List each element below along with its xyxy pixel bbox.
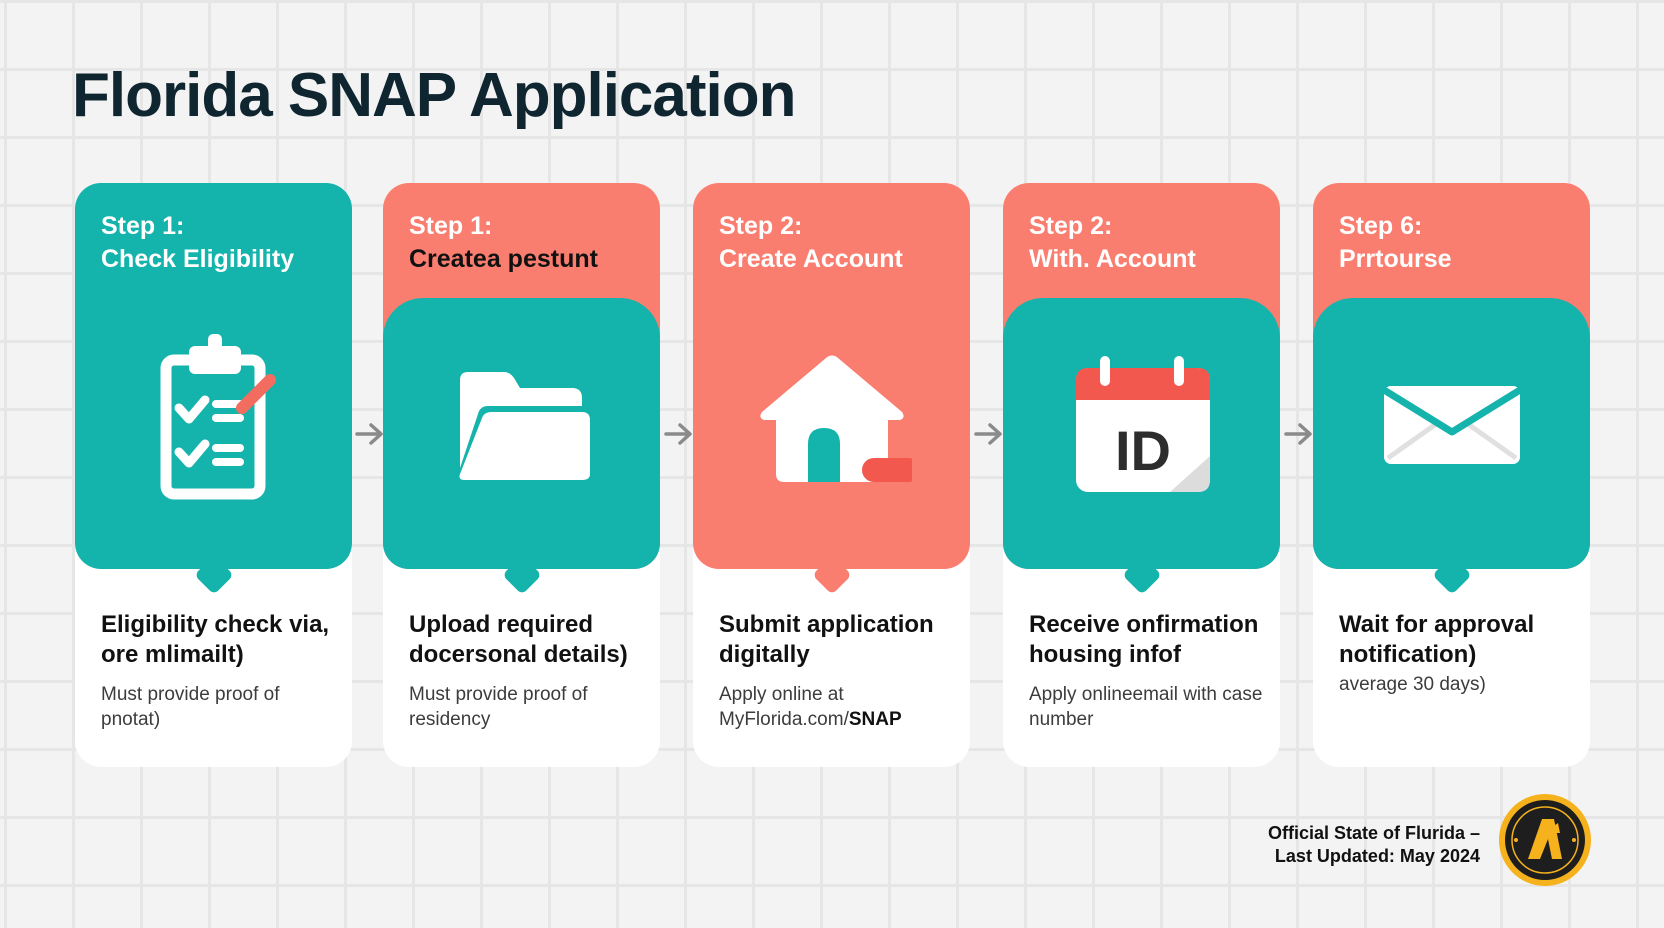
step-description-sub: average 30 days) <box>1339 674 1486 695</box>
step-name: Prrtourse <box>1339 245 1452 273</box>
step-name: Create Account <box>719 245 903 273</box>
footer-credit: Official State of Flurida – Last Updated… <box>1268 822 1480 869</box>
step-name: Createa pestunt <box>409 245 598 273</box>
arrow-right-icon <box>1283 420 1317 448</box>
footer-line-1: Official State of Flurida – <box>1267 823 1480 843</box>
step-card-3: Step 2: Create Account Submit applicatio… <box>693 183 970 767</box>
step-card-4: Step 2: With. Account ID Receive onfirma… <box>1003 183 1280 767</box>
step-number: Step 1: <box>101 212 185 240</box>
clipboard-checklist-icon <box>134 328 294 508</box>
step-description-title: Submit application digitally <box>719 611 934 668</box>
step-number: Step 6: <box>1339 212 1423 240</box>
sub-text-bold: SNAP <box>848 708 902 730</box>
step-number: Step 2: <box>719 212 803 240</box>
step-card-1: Step 1: Check Eligibility Eligibility ch… <box>75 183 352 767</box>
step-description-title: Receive onfirmation housing infof <box>1029 611 1259 668</box>
step-name: With. Account <box>1029 245 1196 273</box>
svg-text:ID: ID <box>1115 419 1171 482</box>
step-description-sub: Apply online at MyFlorida.com/SNAP <box>719 683 959 732</box>
arrow-right-icon <box>354 420 388 448</box>
envelope-icon <box>1372 328 1532 508</box>
step-description-sub: Must provide proof of residency <box>409 684 588 730</box>
step-description-title: Wait for approval notification) <box>1339 611 1535 668</box>
step-card-5: Step 6: Prrtourse Wait for approval noti… <box>1313 183 1590 767</box>
id-calendar-icon: ID <box>1062 328 1222 508</box>
house-icon <box>752 328 920 508</box>
page-title: Florida SNAP Application <box>72 61 797 130</box>
step-number: Step 1: <box>409 212 493 240</box>
arrow-right-icon <box>663 420 697 448</box>
step-description-title: Upload required docersonal details) <box>409 611 628 668</box>
arrow-right-icon <box>973 420 1007 448</box>
step-header <box>75 183 352 569</box>
step-description-sub: Apply onlineemail with case number <box>1029 684 1263 730</box>
footer-line-2: Last Updated: May 2024 <box>1274 846 1480 867</box>
step-card-2: Step 1: Createa pestunt Upload required … <box>383 183 660 767</box>
step-description-title: Eligibility check via, ore mlimailt) <box>101 611 330 668</box>
official-seal-icon <box>1498 793 1592 887</box>
step-name: Check Eligibility <box>101 245 295 273</box>
step-description-sub: Must provide proof of pnotat) <box>101 684 280 730</box>
sub-text: Apply online at MyFlorida.com/ <box>719 684 849 730</box>
step-number: Step 2: <box>1029 212 1113 240</box>
folder-icon <box>442 328 602 508</box>
